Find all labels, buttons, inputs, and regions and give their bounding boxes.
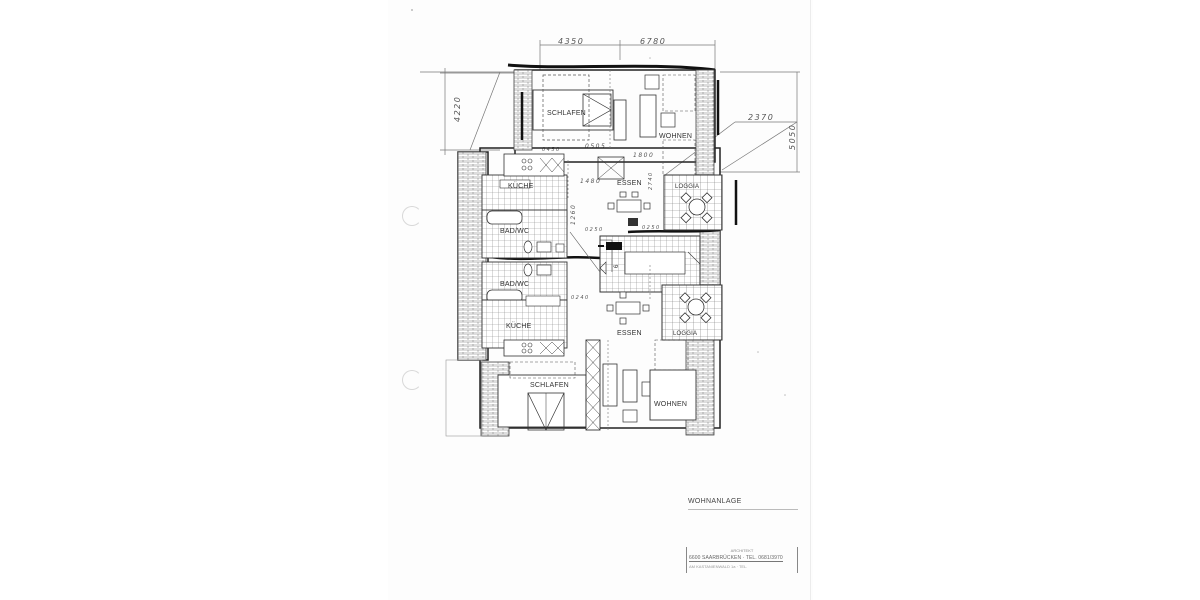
svg-text:WOHNEN: WOHNEN	[659, 133, 692, 140]
svg-text:0250: 0250	[642, 225, 661, 231]
armchair-icon	[644, 74, 660, 90]
dimension-lines	[420, 40, 800, 176]
round-table-icon	[680, 192, 713, 224]
kitchen-counter-icon	[503, 339, 565, 357]
scan-noise	[411, 9, 786, 396]
svg-text:1260: 1260	[570, 204, 577, 225]
svg-text:LOGGIA: LOGGIA	[675, 184, 699, 190]
dining-table-icon	[607, 191, 651, 213]
roof-edge-line	[507, 63, 716, 72]
room-lower-kueche: KÜCHE	[481, 295, 568, 357]
svg-text:4220: 4220	[453, 96, 462, 122]
svg-text:5050: 5050	[788, 124, 797, 150]
outline-lower-left	[445, 359, 483, 437]
svg-text:KÜCHE: KÜCHE	[508, 182, 534, 190]
svg-text:BAD/WC: BAD/WC	[500, 281, 529, 288]
door-swing-line	[569, 231, 601, 273]
title-block: WOHNANLAGE ARCHITEKT 6600 SAARBRÜCKEN · …	[683, 496, 801, 590]
svg-text:2740: 2740	[648, 171, 654, 190]
svg-text:0450: 0450	[542, 147, 561, 153]
apartment-divider-line	[627, 228, 721, 234]
stamp-header: ARCHITEKT	[730, 548, 754, 553]
bed-icon	[527, 392, 565, 431]
title-block-title: WOHNANLAGE	[688, 498, 742, 505]
sink-icon	[536, 264, 552, 276]
room-upper-bad-wc: BAD/WC	[481, 209, 568, 259]
svg-text:6: 6	[614, 264, 620, 268]
svg-text:1480: 1480	[580, 178, 601, 185]
svg-text:ESSEN: ESSEN	[617, 330, 642, 337]
architect-stamp: ARCHITEKT 6600 SAARBRÜCKEN · TEL. 0681/3…	[686, 547, 798, 573]
room-lower-loggia: LOGGIA	[661, 284, 723, 341]
svg-text:0250: 0250	[585, 227, 604, 233]
svg-text:KÜCHE: KÜCHE	[506, 322, 532, 330]
room-lower-schlafen: SCHLAFEN	[497, 339, 601, 431]
armchair-icon	[622, 409, 638, 423]
interior-dashed-lines	[567, 70, 651, 430]
svg-text:ESSEN: ESSEN	[617, 180, 642, 187]
room-upper-essen: ESSEN	[607, 180, 651, 226]
toilet-icon	[523, 240, 533, 254]
stamp-sub-line: AM KASTANIENWALD 1a · TEL.	[689, 564, 748, 569]
sofa-icon	[602, 363, 618, 407]
sink-icon	[536, 241, 552, 253]
roof-slope-upper-right	[695, 69, 715, 176]
bed-icon	[582, 93, 612, 127]
bathtub-icon	[486, 210, 523, 225]
dimension-labels: 4350 6780 4220 5050 2370 0450 0505 1800 …	[453, 37, 797, 301]
svg-text:1800: 1800	[633, 152, 654, 159]
toilet-icon	[523, 263, 533, 277]
room-upper-loggia: LOGGIA	[663, 174, 723, 231]
svg-text:0505: 0505	[585, 143, 606, 150]
page-edge-line	[810, 0, 811, 600]
sofa-icon	[639, 94, 657, 138]
kitchen-counter-icon	[503, 153, 565, 177]
room-upper-wohnen: WOHNEN	[639, 74, 696, 176]
room-lower-essen: ESSEN	[606, 291, 650, 337]
stamp-main-line: 6600 SAARBRÜCKEN · TEL. 0681/3970	[689, 555, 783, 562]
svg-text:WOHNEN: WOHNEN	[654, 401, 687, 408]
wardrobe-icon	[613, 99, 627, 141]
svg-text:6780: 6780	[640, 37, 666, 46]
coffee-table-icon	[622, 369, 638, 403]
svg-text:4350: 4350	[558, 37, 584, 46]
svg-text:LOGGIA: LOGGIA	[673, 331, 697, 337]
punch-hole-icon	[402, 206, 422, 226]
room-lower-wohnen: WOHNEN	[602, 339, 697, 423]
svg-text:2370: 2370	[748, 113, 774, 122]
punch-hole-icon	[402, 370, 422, 390]
svg-text:SCHLAFEN: SCHLAFEN	[530, 382, 569, 389]
title-block-underline	[688, 509, 798, 510]
wardrobe-icon	[585, 339, 601, 431]
roof-slope-mid-right	[699, 229, 721, 291]
chimney-icon	[628, 218, 638, 226]
staircase-icon: 6	[598, 235, 701, 293]
armchair-icon	[660, 112, 676, 128]
svg-text:SCHLAFEN: SCHLAFEN	[547, 110, 586, 117]
svg-text:0240: 0240	[571, 295, 590, 301]
round-table-icon	[679, 292, 712, 324]
room-lower-bad-wc: BAD/WC	[481, 261, 568, 304]
svg-text:BAD/WC: BAD/WC	[500, 228, 529, 235]
room-upper-schlafen: SCHLAFEN	[532, 74, 627, 180]
dining-table-icon	[606, 291, 650, 325]
shower-icon	[597, 156, 625, 180]
